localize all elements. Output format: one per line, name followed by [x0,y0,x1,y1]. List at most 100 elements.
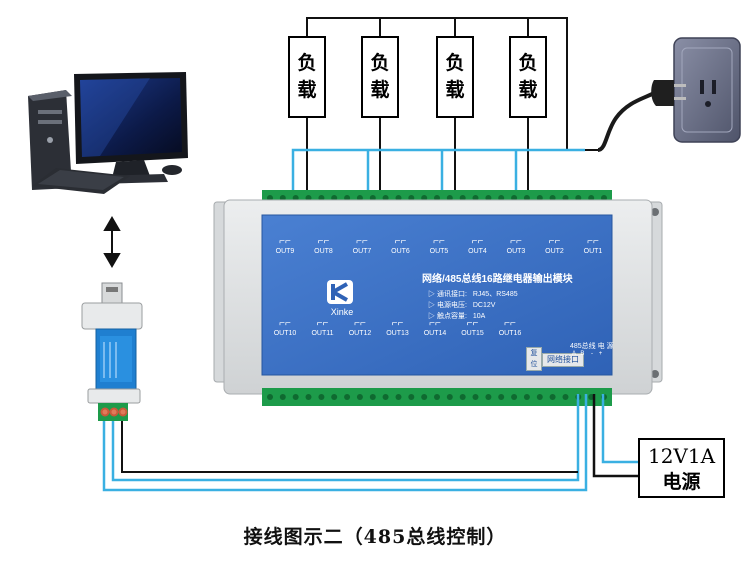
terminal-screw [369,394,376,400]
spec-row-2: ▷ 电源电压: DC12V [428,300,518,311]
relay-output-label: OUT6 [391,248,410,255]
network-port-label: 网络接口 [542,353,584,367]
terminal-screw [472,394,479,400]
reset-label-2: 位 [530,361,538,368]
terminal-b-label: B [580,351,585,357]
load-4: 负 载 [509,36,547,118]
relay-output-out8: ⌐⌐OUT8 [307,237,341,256]
relay-output-out9: ⌐⌐OUT9 [268,237,302,256]
load-4-line1: 负 [518,52,538,74]
terminal-a-label: A [572,351,576,357]
relay-output-out6: ⌐⌐OUT6 [384,237,418,256]
terminal-screw [588,394,595,400]
terminal-plus-label: + [598,351,603,357]
relay-output-label: OUT7 [352,248,372,255]
load-3-line1: 负 [445,52,465,74]
terminal-screw [485,394,492,400]
circle-arrow-icon: ▷ [428,302,435,309]
circle-arrow-icon: ▷ [428,313,435,320]
load-2: 负 载 [361,36,399,118]
desktop-computer [28,72,188,194]
relay-output-label: OUT1 [583,248,603,255]
power-port-label: 485总线 电 源 [570,343,614,350]
relay-switch-icon: ⌐⌐ [504,318,516,329]
load-2-line1: 负 [370,52,390,74]
terminal-screw [382,394,389,400]
relay-output-label: OUT15 [461,330,484,337]
xinke-logo [327,280,353,304]
relay-switch-icon: ⌐⌐ [391,318,404,329]
power-supply-box: 12V1A 电源 [638,438,725,498]
terminal-screw [421,394,428,400]
terminal-screw [511,394,518,400]
relay-switch-icon: ⌐⌐ [471,236,484,247]
relay-output-out1: ⌐⌐OUT1 [576,237,610,256]
relay-output-out11: ⌐⌐OUT11 [306,319,340,338]
relay-output-out7: ⌐⌐OUT7 [345,237,379,256]
relay-output-out10: ⌐⌐OUT10 [268,319,302,338]
relay-output-out3: ⌐⌐OUT3 [499,237,533,256]
relay-output-label: OUT10 [273,330,297,337]
relay-output-label: OUT9 [275,248,295,255]
rs485-wires [102,394,638,492]
spec-1-value: RJ45、RS485 [472,291,518,298]
reset-button[interactable]: 复 位 [526,347,542,371]
relay-output-out15: ⌐⌐OUT15 [456,319,490,338]
relay-output-out5: ⌐⌐OUT5 [422,237,456,256]
circle-arrow-icon: ▷ [428,291,435,298]
relay-output-out12: ⌐⌐OUT12 [343,319,377,338]
terminal-screw [331,394,338,400]
terminal-screw [536,394,543,400]
module-specs: ▷ 通讯接口: RJ45、RS485 ▷ 电源电压: DC12V ▷ 触点容量:… [428,289,518,322]
spec-1-label: 通讯接口: [436,291,467,298]
usb-485-converter [81,282,143,421]
relay-output-out16: ⌐⌐OUT16 [493,319,527,338]
spec-row-1: ▷ 通讯接口: RJ45、RS485 [428,289,518,300]
relay-switch-icon: ⌐⌐ [429,318,441,329]
wall-socket [673,37,741,143]
relay-output-label: OUT12 [348,330,372,337]
load-4-line2: 载 [518,79,538,101]
diagram-caption: 接线图示二（485总线控制） [243,526,507,548]
relay-output-out14: ⌐⌐OUT14 [418,319,452,338]
relay-output-out2: ⌐⌐OUT2 [538,237,572,256]
relay-output-label: OUT14 [423,330,447,337]
terminal-screw [267,394,273,400]
relay-switch-icon: ⌐⌐ [279,236,291,247]
load-1-line2: 载 [297,79,317,101]
terminal-screw [292,394,299,400]
terminal-screw [459,394,466,400]
terminal-screw [356,394,363,400]
relay-switch-icon: ⌐⌐ [279,318,291,329]
terminal-screw [344,394,351,400]
relay-output-out4: ⌐⌐OUT4 [461,237,495,256]
terminal-screw [434,394,440,400]
terminal-screw [498,394,505,400]
relay-switch-icon: ⌐⌐ [354,318,366,329]
load-3-line2: 载 [445,79,465,101]
spec-row-3: ▷ 触点容量: 10A [428,311,518,322]
relay-output-label: OUT11 [311,330,334,337]
spec-2-label: 电源电压: [436,302,467,309]
load-drop-wires [306,118,529,197]
terminal-screw [523,394,530,400]
relay-switch-icon: ⌐⌐ [548,236,561,247]
module-title: 网络/485总线16路继电器输出模块 [422,274,573,285]
common-blue-wires [291,148,585,197]
module-panel-text: ⌐⌐OUT9⌐⌐OUT8⌐⌐OUT7⌐⌐OUT6⌐⌐OUT5⌐⌐OUT4⌐⌐OU… [262,215,614,375]
relay-switch-icon: ⌐⌐ [433,236,445,247]
module-brand: Xinke [330,307,354,317]
relay-switch-icon: ⌐⌐ [394,236,407,247]
relay-module [213,190,663,406]
terminal-screw [408,394,415,400]
spec-3-label: 触点容量: [436,313,467,320]
relay-output-label: OUT16 [498,330,522,337]
spec-2-value: DC12V [472,302,496,309]
load-2-line2: 载 [370,79,390,101]
relay-output-label: OUT4 [468,248,487,255]
relay-output-label: OUT2 [545,248,564,255]
terminal-labels: A B - + [572,351,602,357]
terminal-screw [395,394,402,400]
terminal-screw [549,394,556,400]
